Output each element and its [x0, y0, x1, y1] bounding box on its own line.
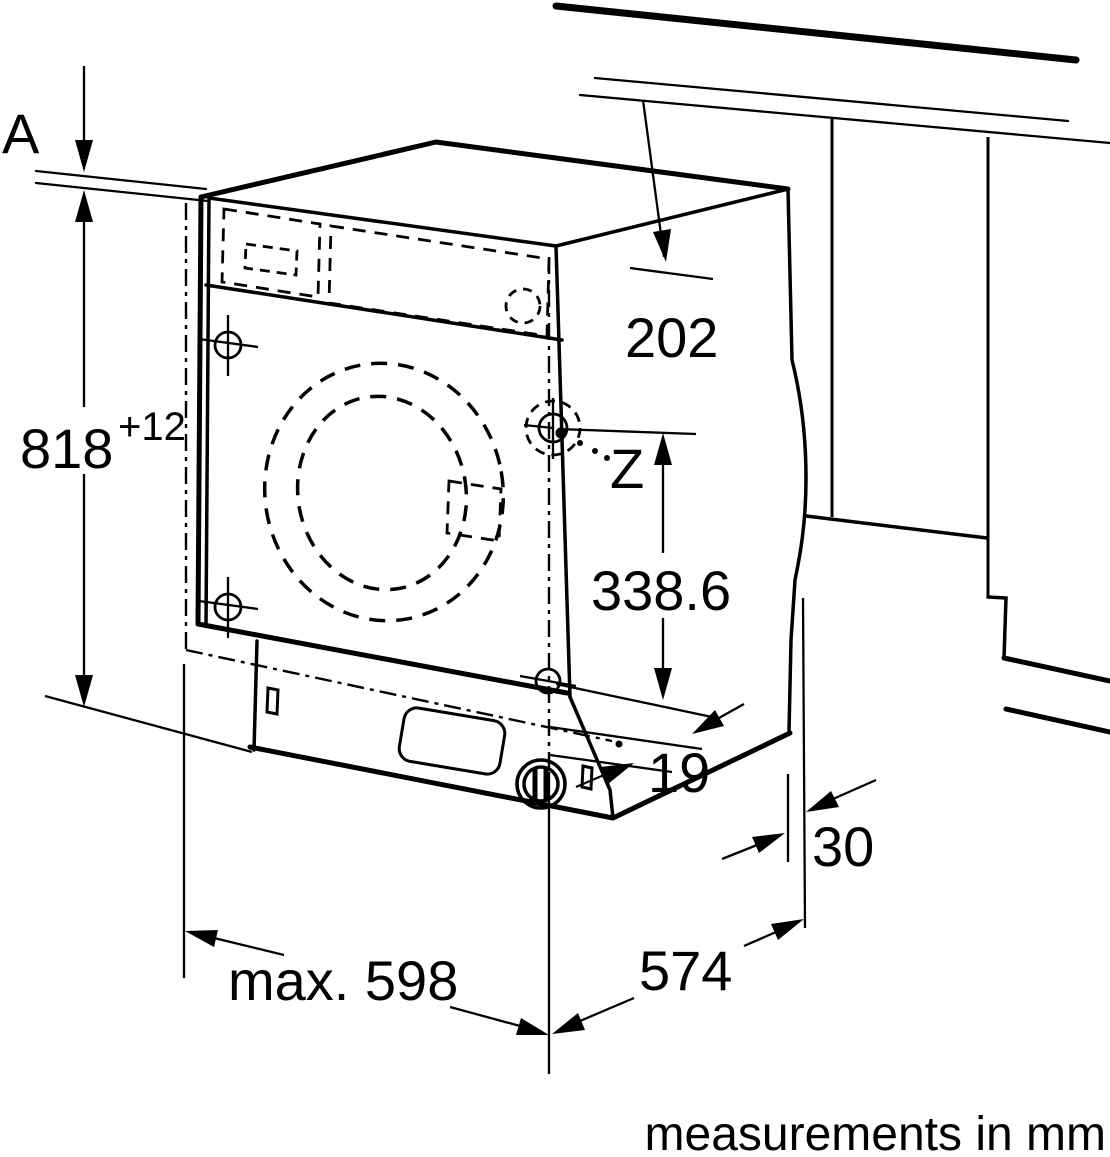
dim-max-598: max. 598	[228, 949, 458, 1012]
control-panel-template	[204, 207, 564, 342]
panel-display-slot	[243, 242, 299, 277]
dim-338-6: 338.6	[591, 559, 731, 622]
footer-note: measurements in mm	[645, 1108, 1106, 1157]
dim-818-tolerance: +12	[118, 405, 186, 449]
worktop-left-lines	[34, 169, 210, 203]
dim-machine-width: max. 598	[182, 664, 551, 1074]
dim-top-clearance: 202	[625, 99, 718, 369]
vent-slot-left	[265, 686, 280, 716]
dim-818: 818	[20, 417, 113, 480]
dim-worktop-thickness: A	[2, 66, 93, 172]
screw-marks	[198, 315, 610, 695]
dim-19: 19	[648, 741, 710, 804]
dim-hinge-distance: 338.6	[555, 427, 731, 719]
door-template	[262, 361, 506, 623]
dim-machine-depth: 574	[552, 919, 804, 1034]
panel-window-left	[220, 207, 322, 299]
drain-pump-knob	[515, 758, 567, 810]
dim-574: 574	[639, 939, 732, 1002]
dim-niche-height: 818 +12	[20, 190, 253, 754]
dim-rear-offset: 19	[549, 702, 745, 804]
dim-30: 30	[812, 815, 874, 878]
cabinet-panels	[804, 117, 1110, 735]
dim-202: 202	[625, 306, 718, 369]
vent-slot-right	[580, 764, 594, 791]
hinge-mark-z	[523, 398, 610, 461]
dim-label-a: A	[2, 102, 40, 165]
label-z: Z	[610, 437, 644, 500]
template-centerlines	[184, 203, 623, 770]
plinth-left-edge	[252, 639, 259, 752]
plinth-centerline	[185, 648, 613, 743]
door-handle-recess	[445, 479, 503, 543]
worktop-right-lines	[552, 2, 1110, 145]
dim-side-gap: 30	[721, 597, 877, 929]
panel-window-right	[327, 224, 551, 338]
kickplate-recess	[397, 706, 507, 776]
panel-knob-circle	[504, 287, 542, 325]
plinth-details	[265, 686, 594, 810]
